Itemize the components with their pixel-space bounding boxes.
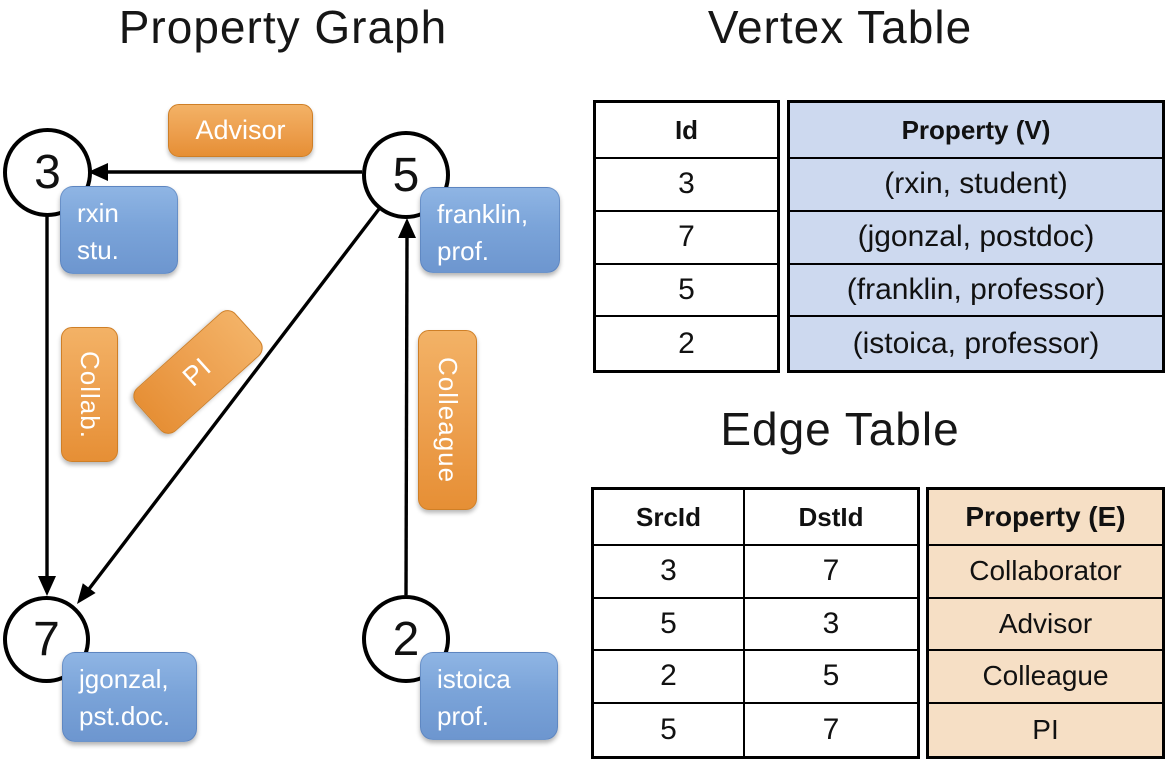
vertex-table-id-cell: 7 <box>596 212 777 265</box>
vertex-table-property-cell: (rxin, student) <box>790 159 1162 212</box>
edge-table-dst-cell: 7 <box>822 712 840 746</box>
property-graph-title: Property Graph <box>118 1 448 53</box>
edge-table-header-dstid: DstId <box>745 490 917 546</box>
edge-table-title: Edge Table <box>720 403 960 455</box>
edge-label-collab: Collab. <box>61 327 118 462</box>
vertex-property-line: prof. <box>437 235 490 266</box>
vertex-property-box-jgonzal: jgonzal, pst.doc. <box>62 652 197 742</box>
edge-5-7 <box>87 207 381 591</box>
vertex-property-box-rxin: rxin stu. <box>60 186 178 274</box>
vertex-table-property-cell: (franklin, professor) <box>790 265 1162 318</box>
vertex-table-header-property: Property (V) <box>790 103 1162 159</box>
vertex-property-line: jgonzal, <box>79 664 169 694</box>
edge-table-header-property: Property (E) <box>929 490 1162 546</box>
arrowhead-5-7 <box>77 583 96 604</box>
vertex-property-box-istoica: istoica prof. <box>420 652 558 740</box>
vertex-property-line: stu. <box>77 234 119 265</box>
edge-table-dst-cell: 7 <box>745 546 917 599</box>
edge-2-5 <box>404 236 409 596</box>
vertex-table-title: Vertex Table <box>707 1 973 53</box>
arrowhead-3-7 <box>38 576 56 596</box>
edge-table-dst-cell: 5 <box>745 651 917 704</box>
edge-table-property-column: Property (E) Collaborator Advisor Collea… <box>926 487 1165 759</box>
edge-label-colleague: Colleague <box>418 330 477 510</box>
vertex-property-line: franklin, <box>437 199 529 229</box>
edge-label-text: Advisor <box>195 115 286 145</box>
edge-table-header-srcid: SrcId <box>594 490 745 546</box>
edge-table-dst-cell: 3 <box>745 599 917 651</box>
vertex-table-property-cell: (jgonzal, postdoc) <box>790 212 1162 265</box>
edge-label-text: PI <box>177 351 218 392</box>
edge-table-id-columns: SrcId DstId 3 7 5 3 2 5 5 7 <box>591 487 920 759</box>
vertex-table-property-column: Property (V) (rxin, student) (jgonzal, p… <box>787 100 1165 373</box>
edge-table-property-cell: Colleague <box>929 651 1162 704</box>
vertex-table-id-cell: 2 <box>678 326 695 360</box>
edge-table-property-cell: PI <box>1032 713 1059 745</box>
edge-table-property-cell: Collaborator <box>929 546 1162 599</box>
arrowhead-2-5 <box>398 218 416 238</box>
edge-label-text: Colleague <box>433 356 463 484</box>
edge-label-advisor: Advisor <box>168 104 313 157</box>
vertex-property-line: istoica <box>437 664 511 694</box>
graph-edges-layer <box>38 163 416 604</box>
vertex-property-line: rxin <box>77 198 119 228</box>
edge-table-src-cell: 2 <box>594 651 745 704</box>
edge-table-property-cell: Advisor <box>929 599 1162 651</box>
vertex-property-line: prof. <box>437 700 490 731</box>
vertex-table-header-id: Id <box>596 103 777 159</box>
vertex-table-id-cell: 3 <box>596 159 777 212</box>
vertex-table-property-cell: (istoica, professor) <box>852 326 1100 360</box>
edge-table-src-cell: 3 <box>594 546 745 599</box>
graph-node-2: 2 <box>362 595 450 683</box>
vertex-property-line: pst.doc. <box>79 700 171 731</box>
vertex-table-id-column: Id 3 7 5 2 <box>593 100 780 373</box>
arrowhead-5-3 <box>88 163 108 181</box>
edge-table-src-cell: 5 <box>594 598 745 651</box>
vertex-property-box-franklin: franklin, prof. <box>420 187 560 273</box>
edge-table-src-cell: 5 <box>594 703 745 756</box>
vertex-table-id-cell: 5 <box>596 265 777 318</box>
edge-label-text: Collab. <box>75 350 105 439</box>
